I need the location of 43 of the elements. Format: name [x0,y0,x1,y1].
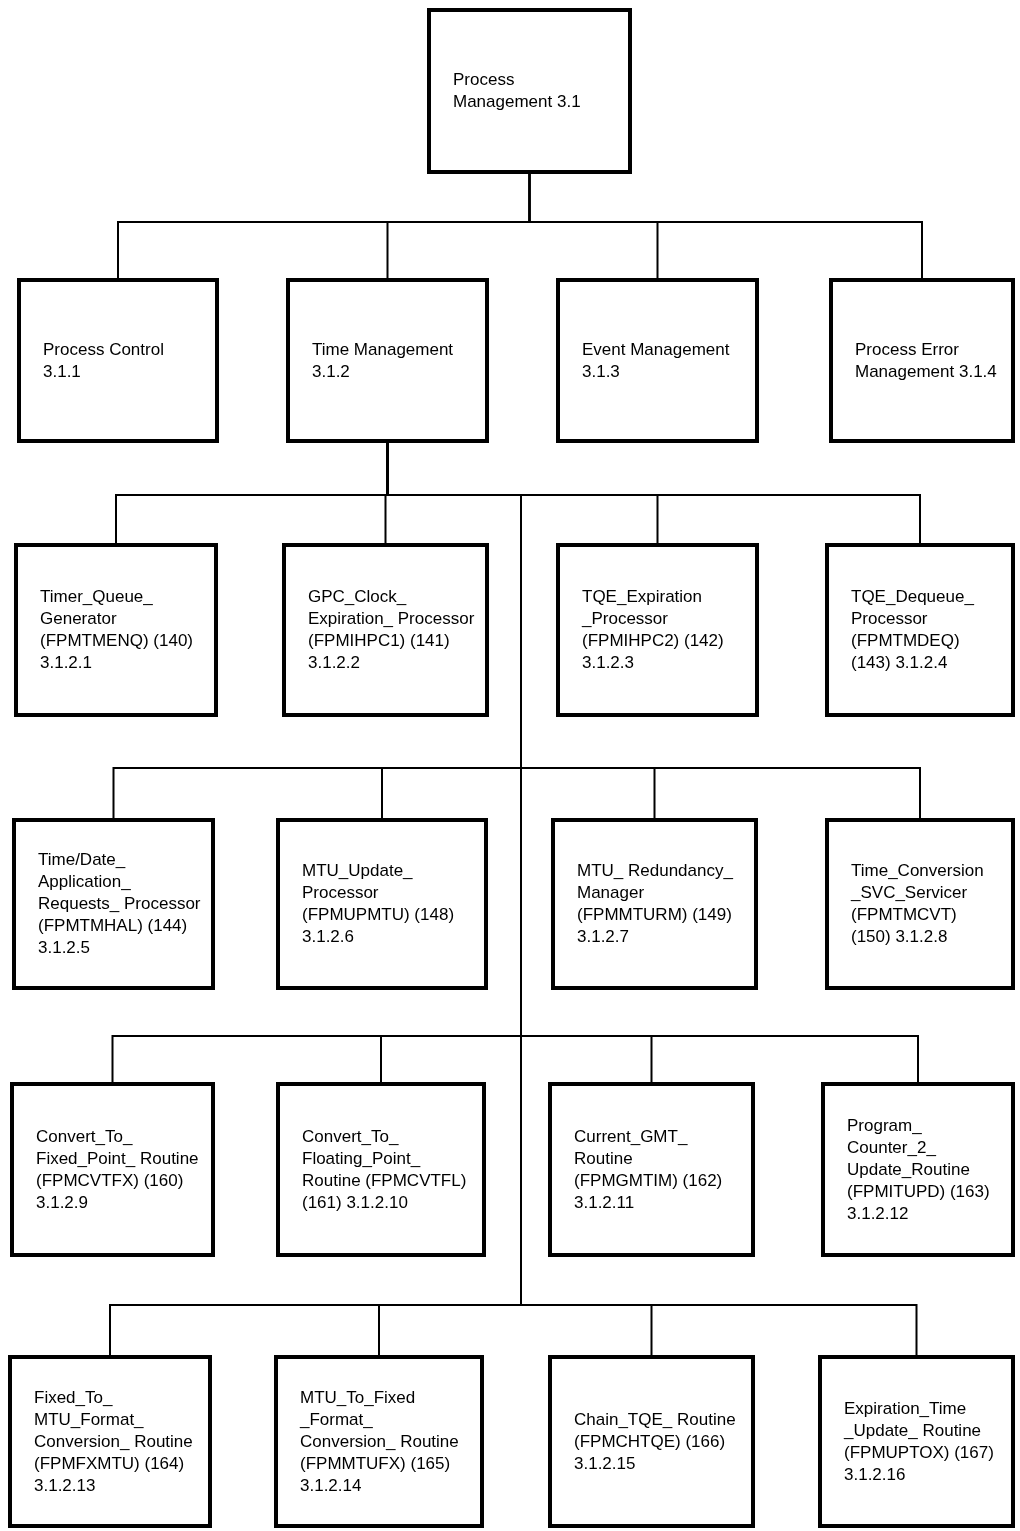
module-box [825,818,1015,990]
module-box [276,1082,486,1257]
module-box [818,1355,1015,1528]
module-box [286,278,489,443]
module-label: Process Control 3.1.1 [43,338,165,383]
module-label: Program_ Counter_2_ Update_Routine (FPMITUPD) (163) 3.1.2.12 [847,1114,991,1225]
module-label: TQE_Expiration _Processor (FPMIHPC2) (142) 3.1.2.3 [582,586,725,674]
module-label: MTU_ Redundancy_ Manager (FPMMTURM) (149) 3.1.2.7 [577,860,734,948]
module-label: MTU_To_Fixed _Format_ Conversion_ Routine (FPMMTUFX) (165) 3.1.2.14 [300,1386,460,1497]
module-box [821,1082,1015,1257]
module-label: Timer_Queue_ Generator (FPMTMENQ) (140) 3.1.2.1 [40,586,194,674]
module-box [556,543,759,717]
module-box [548,1082,755,1257]
module-label: Time_Conversion _SVC_Servicer (FPMTMCVT) (150) 3.1.2.8 [851,860,985,948]
module-box [825,543,1015,717]
module-box [556,278,759,443]
module-box [12,818,215,990]
module-box [427,8,632,174]
connector-line [528,173,923,279]
module-box [282,543,489,717]
module-box [17,278,219,443]
module-label: Time/Date_ Application_ Requests_ Processor (FPMTMHAL) (144) 3.1.2.5 [38,849,201,959]
module-label: Fixed_To_ MTU_Format_ Conversion_ Routine (FPMFXMTU) (164) 3.1.2.13 [34,1386,194,1497]
module-box [8,1355,212,1528]
module-box [548,1355,755,1528]
module-box [274,1355,484,1528]
module-label: Process Management 3.1 [453,69,582,113]
module-label: Time Management 3.1.2 [312,338,455,383]
module-label: Convert_To_ Fixed_Point_ Routine (FPMCVTFX) (160) 3.1.2.9 [36,1125,200,1214]
module-box [829,278,1015,443]
module-label: MTU_Update_ Processor (FPMUPMTU) (148) 3.1.2.6 [302,860,456,948]
module-label: GPC_Clock_ Expiration_ Processor (FPMIHPC1) (141) 3.1.2.2 [308,586,475,674]
module-box [14,543,218,717]
module-label: Event Management 3.1.3 [582,338,731,383]
module-label: TQE_Dequeue_ Processor (FPMTMDEQ) (143) 3.1.2.4 [851,586,975,674]
module-box [276,818,488,990]
module-label: Chain_TQE_ Routine (FPMCHTQE) (166) 3.1.2.15 [574,1408,737,1475]
module-label: Convert_To_ Floating_Point_ Routine (FPMCVTFL) (161) 3.1.2.10 [302,1125,468,1214]
module-box [10,1082,215,1257]
module-label: Expiration_Time _Update_ Routine (FPMUPTOX) (167) 3.1.2.16 [844,1397,995,1486]
module-label: Process Error Management 3.1.4 [855,338,998,383]
module-label: Current_GMT_ Routine (FPMGMTIM) (162) 3.1.2.11 [574,1125,724,1214]
module-box [551,818,758,990]
